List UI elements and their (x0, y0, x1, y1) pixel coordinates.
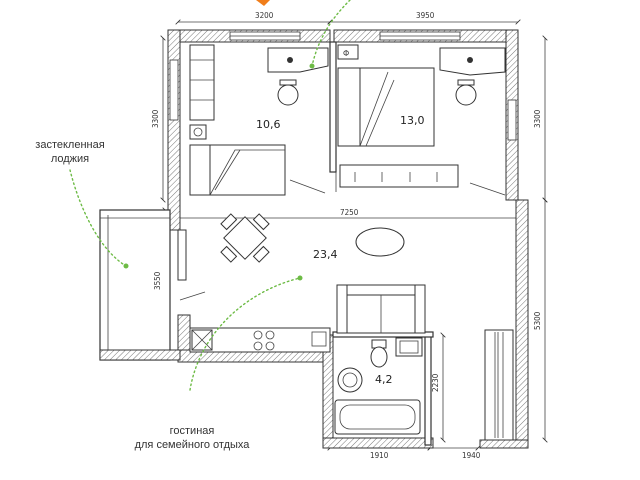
area-living: 23,4 (313, 248, 338, 261)
bathroom (334, 337, 423, 435)
dim-left-room: 3300 (151, 109, 160, 128)
brand-logo (256, 0, 270, 6)
stove-icon (253, 330, 275, 351)
area-labels: 10,6 13,0 23,4 4,2 (256, 114, 425, 386)
chair-icon (455, 79, 477, 106)
area-room-right: 13,0 (400, 114, 425, 127)
dim-bath-height: 2230 (431, 373, 440, 392)
area-room-left: 10,6 (256, 118, 281, 131)
dim-right-room: 3300 (533, 109, 542, 128)
left-bedroom (189, 44, 329, 196)
callout-living-text: гостиная для семейного отдыха (134, 425, 250, 451)
toilet-icon (370, 339, 388, 368)
dim-bottom-right: 1940 (462, 451, 481, 460)
area-bath: 4,2 (375, 373, 393, 386)
living-area (177, 213, 426, 353)
dim-bottom-bath: 1910 (370, 451, 389, 460)
dining-table-icon (220, 213, 270, 263)
callout-living: гостиная для семейного отдыха (112, 424, 272, 452)
walls (99, 29, 529, 449)
chair-icon (277, 79, 299, 106)
washbasin-icon (337, 367, 363, 393)
dim-mid-width: 7250 (340, 208, 359, 217)
dim-top-left: 3200 (255, 11, 274, 20)
dim-loggia-height: 3550 (153, 271, 162, 290)
right-bedroom: Ф (335, 44, 506, 196)
dim-right-lower: 5300 (533, 311, 542, 330)
sink-icon (311, 331, 327, 347)
svg-text:Ф: Ф (343, 49, 349, 58)
wardrobe (484, 329, 514, 441)
callout-loggia: застекленная лоджия (22, 138, 118, 166)
dimension-labels: 3200 3950 3300 3300 7250 3550 5300 2230 … (151, 11, 542, 460)
callout-leaders (69, 0, 351, 391)
callout-loggia-text: застекленная лоджия (35, 139, 105, 165)
bathtub-icon (334, 399, 421, 435)
dim-top-right: 3950 (416, 11, 435, 20)
